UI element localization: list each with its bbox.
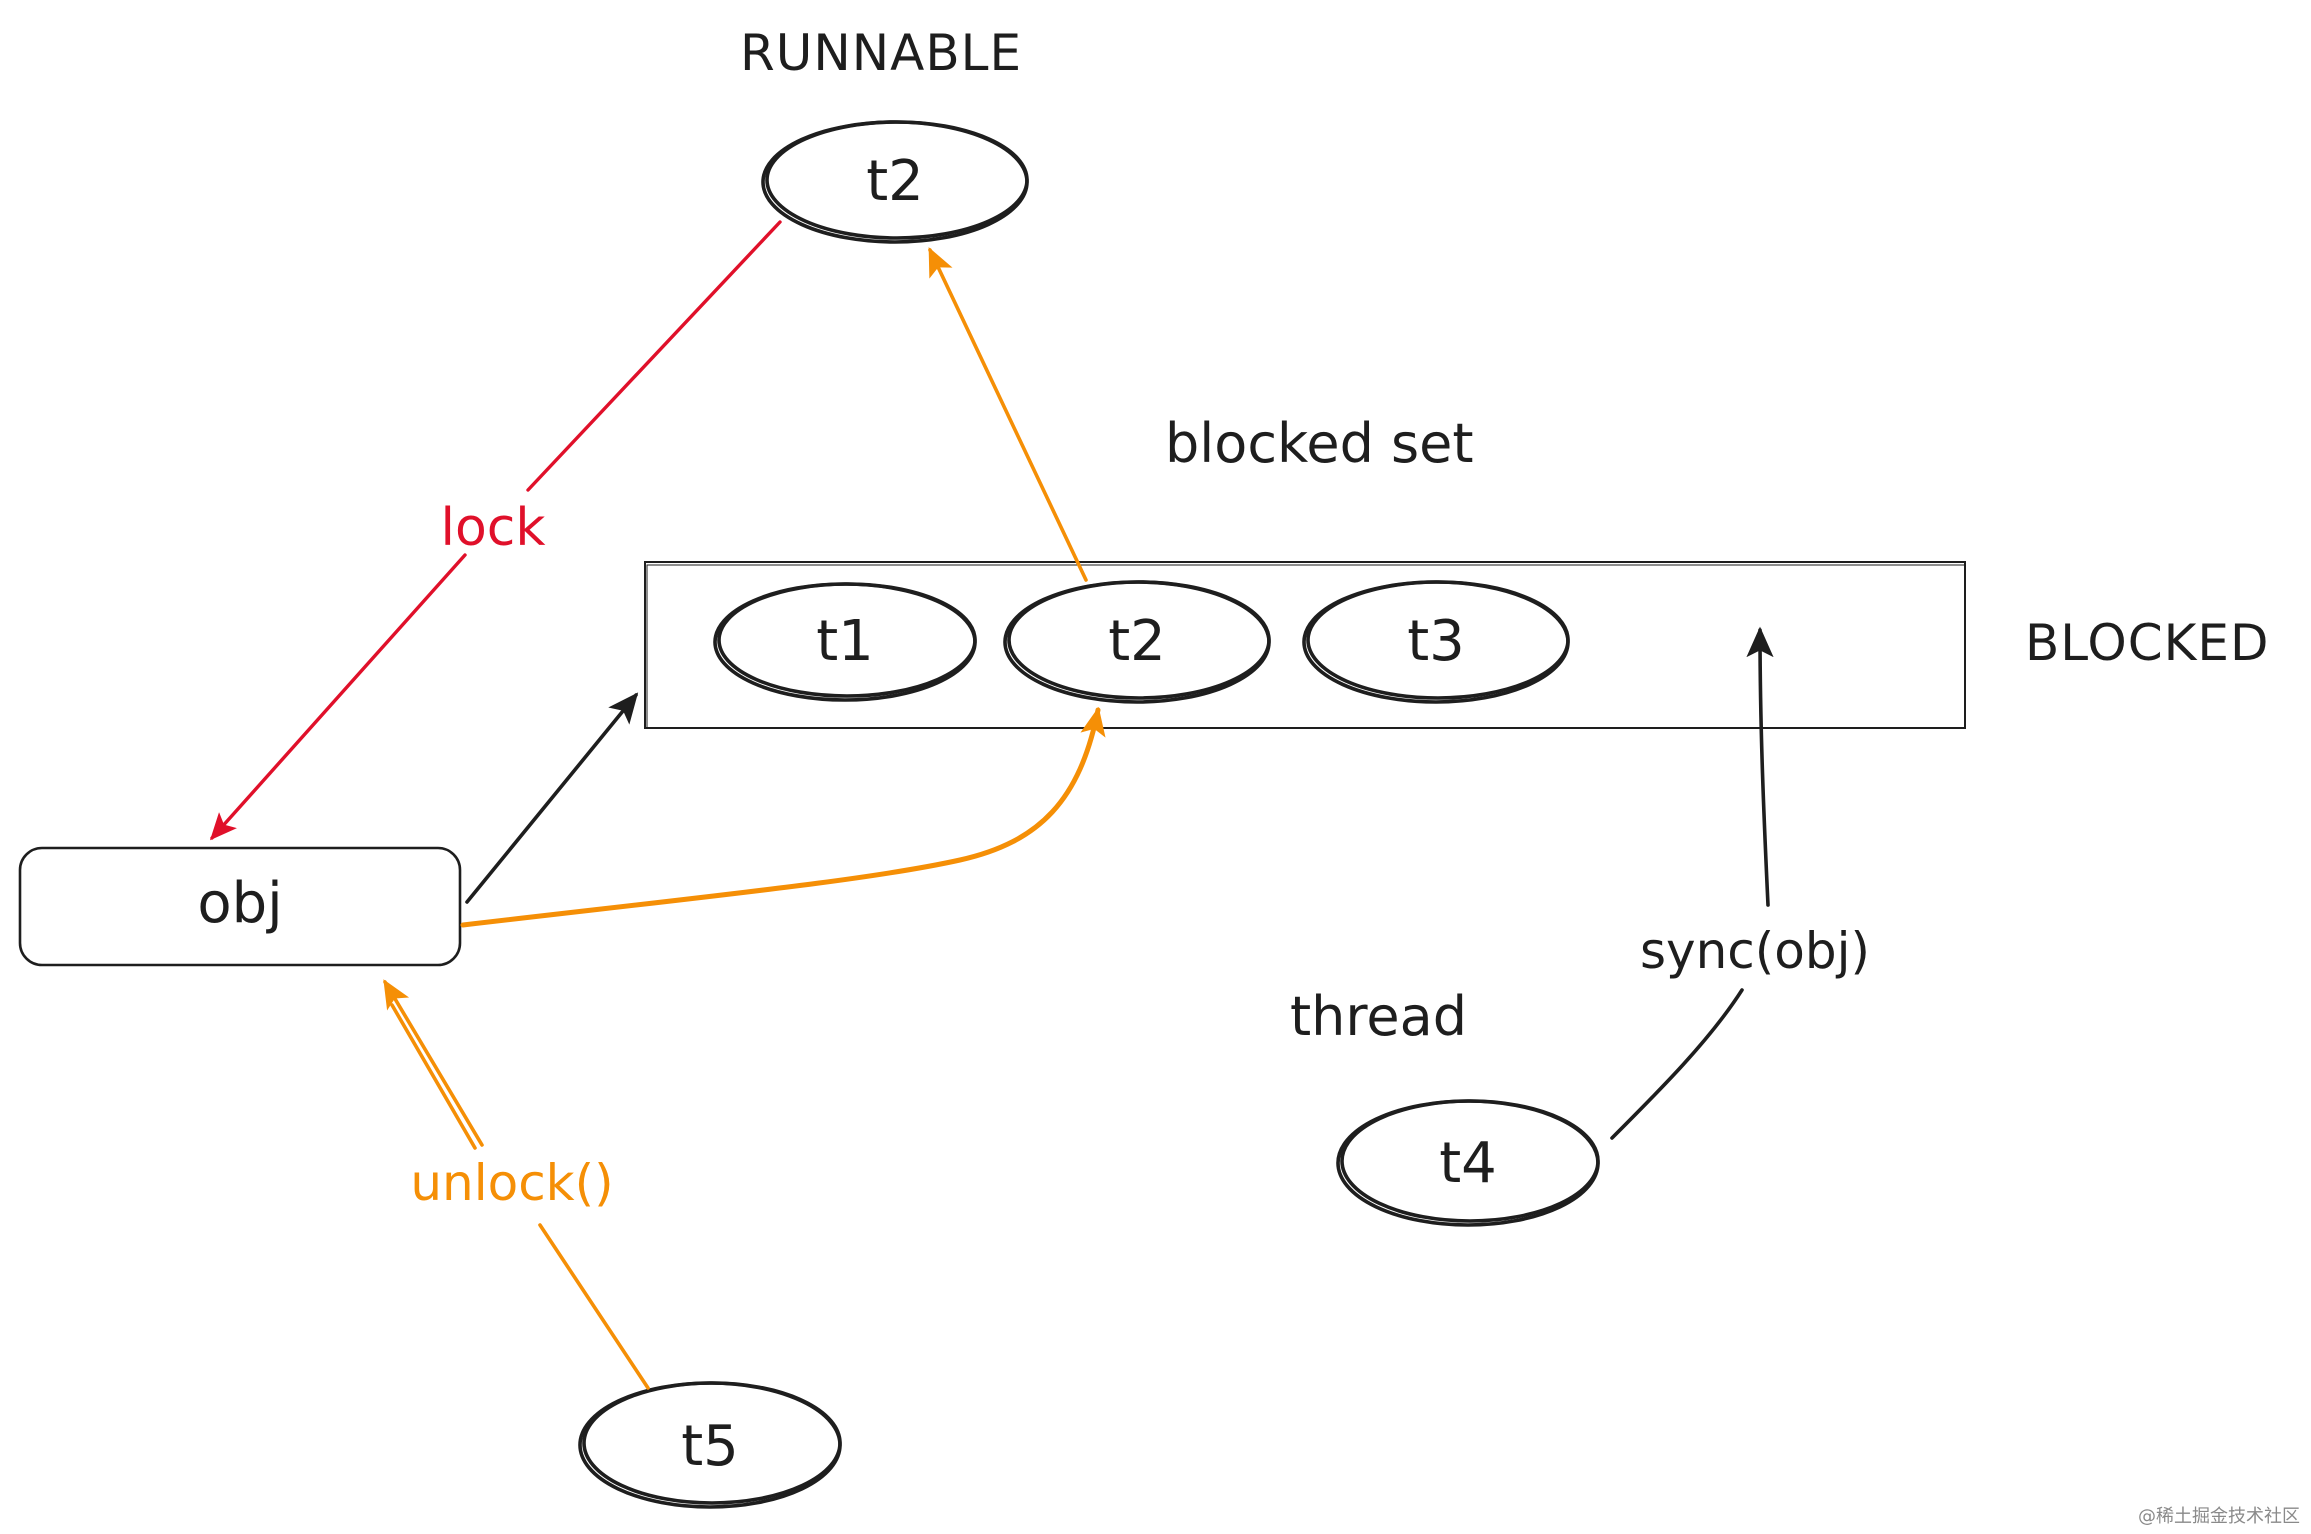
runnable-t2-label: t2 (866, 149, 924, 214)
watermark-text: @稀土掘金技术社区 (2138, 1506, 2300, 1527)
t5-label: t5 (681, 1414, 739, 1479)
blocked-state-label: BLOCKED (2025, 614, 2270, 672)
notify-arrow (460, 706, 1106, 928)
t4-label: t4 (1439, 1131, 1497, 1196)
t5-node: t5 (578, 1381, 842, 1509)
blocked-t3-label: t3 (1407, 609, 1465, 674)
obj-label: obj (197, 871, 282, 936)
t4-node: t4 (1336, 1099, 1600, 1227)
blocked-t2-node: t2 (1003, 580, 1271, 704)
obj-node: obj (18, 846, 462, 967)
blocked-t2-label: t2 (1108, 609, 1166, 674)
sync-arrow: sync(obj) (1610, 626, 1870, 1140)
lock-label: lock (441, 498, 546, 558)
wake-arrow (928, 247, 1088, 582)
blocked-set-box (644, 561, 1966, 729)
unlock-arrow: unlock() (383, 979, 650, 1390)
enter-blocked-arrow (465, 692, 639, 904)
blocked-t1-label: t1 (816, 609, 874, 674)
thread-label: thread (1290, 985, 1467, 1048)
blocked-set-label: blocked set (1165, 412, 1474, 475)
unlock-label: unlock() (410, 1154, 613, 1212)
lock-arrow: lock (210, 220, 782, 841)
blocked-t3-node: t3 (1302, 580, 1570, 704)
runnable-t2-node: t2 (761, 120, 1029, 244)
sync-label: sync(obj) (1640, 922, 1870, 980)
runnable-state-label: RUNNABLE (740, 24, 1022, 82)
blocked-t1-node: t1 (713, 582, 977, 702)
